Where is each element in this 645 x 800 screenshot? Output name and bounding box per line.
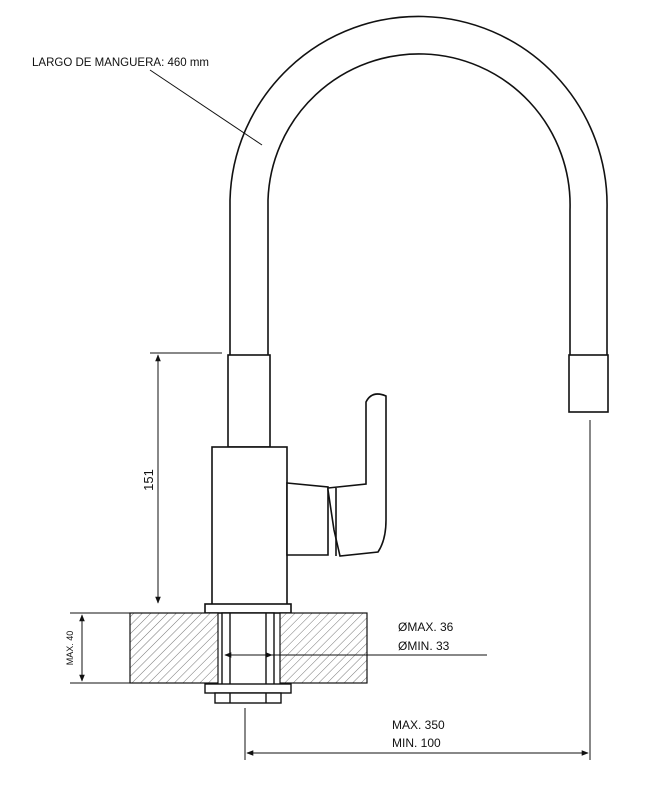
faucet-neck	[227, 354, 271, 448]
reach-max-label: MAX. 350	[392, 718, 445, 732]
hole-min-label: ØMIN. 33	[398, 639, 450, 653]
base-flange	[204, 603, 292, 614]
mounting-nut	[204, 683, 292, 704]
mounting-shank	[221, 612, 275, 686]
countertop	[129, 612, 368, 684]
hole-max-label: ØMAX. 36	[398, 620, 454, 634]
height-dimension-label: 151	[141, 469, 156, 491]
hose-leader-line	[149, 69, 263, 146]
counter-thickness-label: MAX. 40	[65, 631, 75, 666]
counter-thickness-dimension	[70, 612, 130, 684]
spray-head	[568, 354, 609, 413]
reach-dimension	[244, 420, 591, 760]
spout-hose	[229, 15, 608, 355]
hose-length-label: LARGO DE MANGUERA: 460 mm	[32, 57, 209, 69]
faucet-body	[211, 446, 288, 606]
lever-handle	[286, 393, 387, 557]
reach-min-label: MIN. 100	[392, 736, 441, 750]
height-dimension	[150, 352, 222, 604]
